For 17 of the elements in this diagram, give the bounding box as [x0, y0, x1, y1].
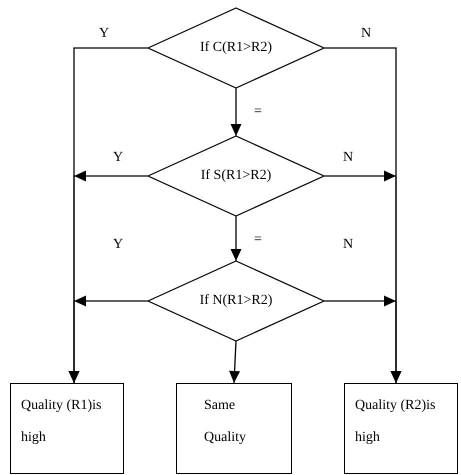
arrow — [230, 216, 242, 261]
result-box — [176, 383, 292, 474]
result-box — [344, 383, 458, 474]
arrow — [229, 340, 240, 384]
node-text: Quality (R1)is high — [21, 397, 102, 447]
node-text: Quality (R2)is high — [355, 397, 436, 447]
arrow — [68, 296, 148, 383]
node-text: Same Quality — [204, 397, 247, 447]
node-text: If N(R1>R2) — [200, 293, 272, 309]
node-text: If C(R1>R2) — [200, 40, 272, 56]
decision-diamond — [148, 261, 324, 341]
arrow — [324, 296, 402, 383]
node-text: If S(R1>R2) — [200, 168, 272, 184]
decision-diamond — [148, 8, 324, 88]
decision-diamond — [148, 136, 324, 216]
arrow — [230, 88, 242, 136]
result-box — [10, 383, 124, 474]
